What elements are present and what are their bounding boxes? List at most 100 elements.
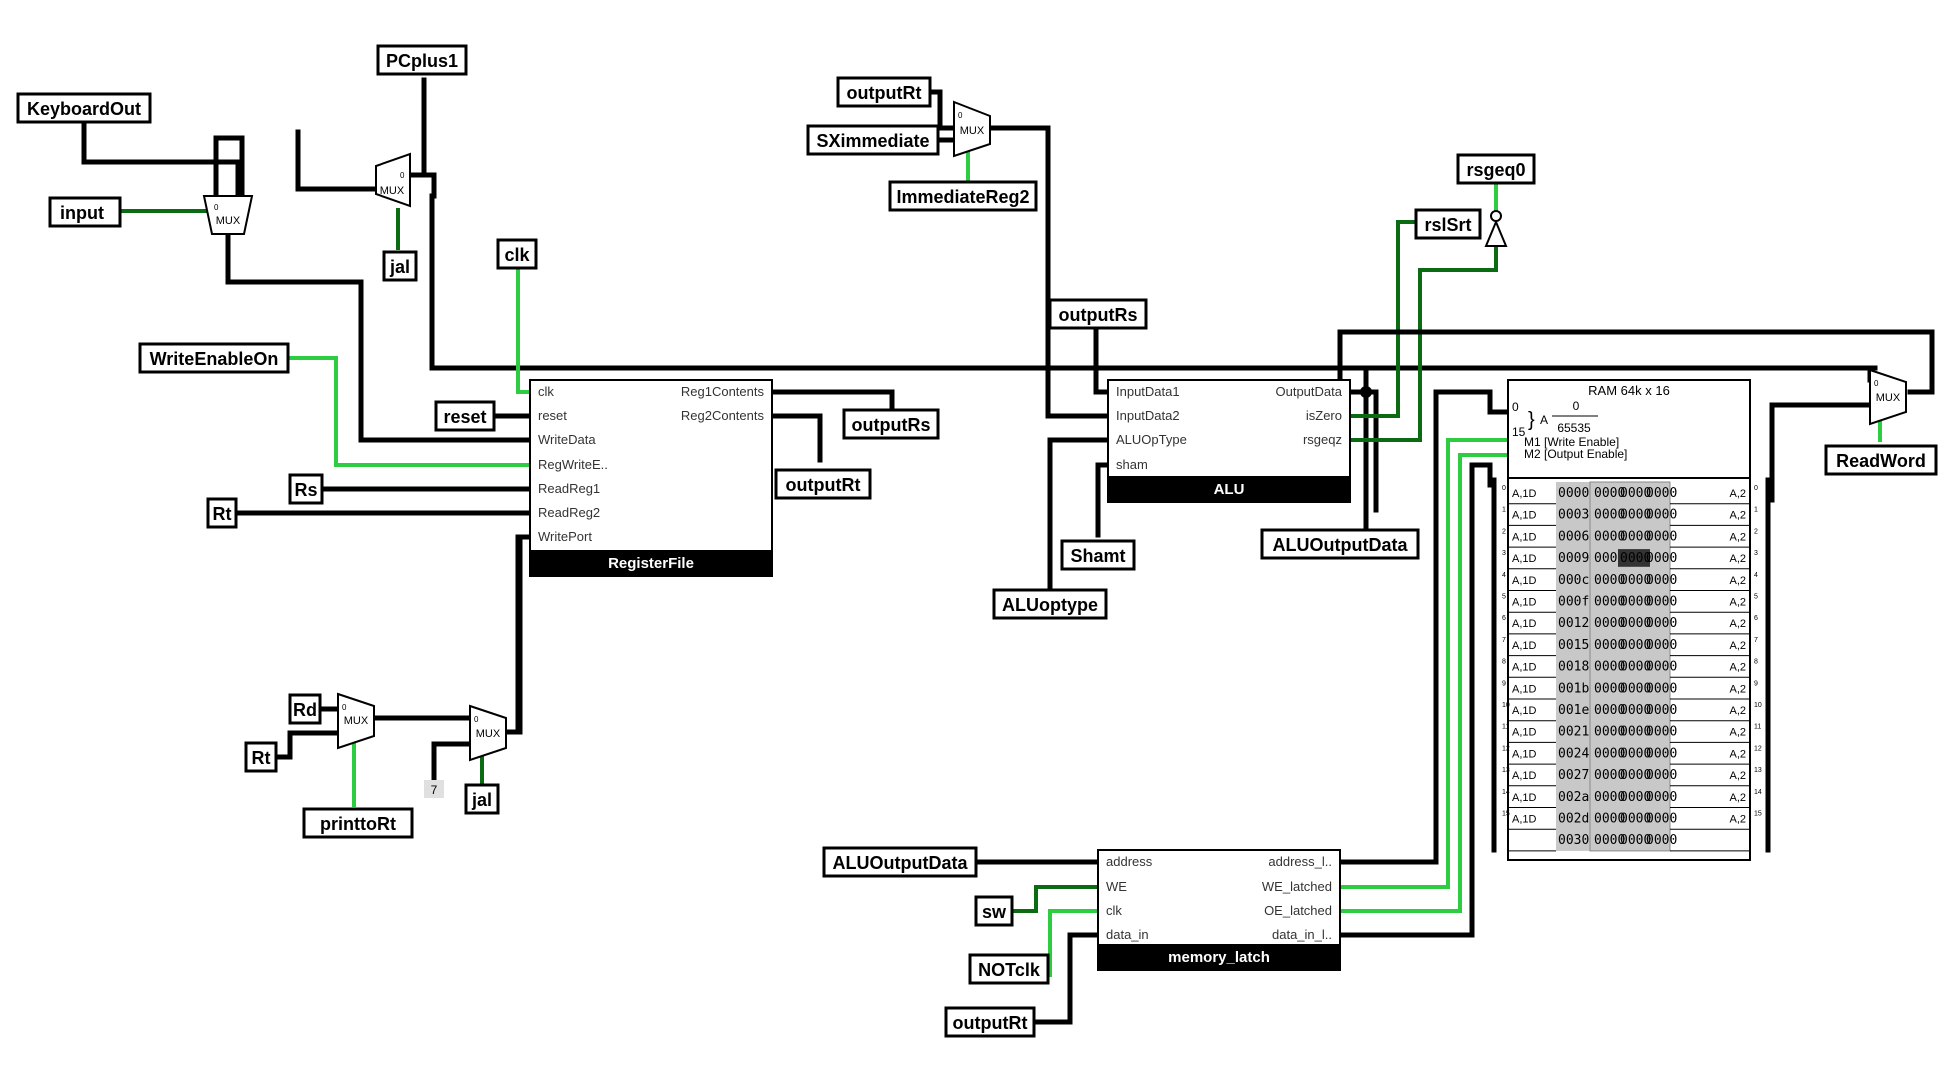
wires (81, 77, 1935, 1025)
ram-cell[interactable]: 0000 (1646, 790, 1677, 805)
ram-cell[interactable]: 0000 (1646, 746, 1677, 761)
ram-cell[interactable]: 0000 (1646, 551, 1677, 566)
pin-reset[interactable]: reset (434, 400, 496, 432)
ram-cell[interactable]: 0000 (1620, 790, 1651, 805)
ram-cell[interactable]: 0000 (1594, 746, 1625, 761)
ram-cell[interactable]: 0000 (1620, 703, 1651, 718)
pin-outputrt-rf[interactable]: outputRt (774, 468, 872, 500)
ram-cell[interactable]: 0000 (1646, 681, 1677, 696)
ram-cell[interactable]: 0000 (1646, 529, 1677, 544)
pin-aluoptype[interactable]: ALUoptype (992, 588, 1108, 620)
pin-notclk[interactable]: NOTclk (968, 953, 1050, 985)
alu-port-sham: sham (1116, 457, 1148, 472)
ram-cell[interactable]: 0000 (1620, 768, 1651, 783)
mux-5[interactable]: MUX 0 (953, 100, 991, 158)
pin-jal-bottom[interactable]: jal (464, 783, 500, 815)
ram-cell[interactable]: 0000 (1646, 703, 1677, 718)
ram-cell[interactable]: 0000 (1594, 725, 1625, 740)
ram-bit-out: 9 (1754, 680, 1758, 687)
pin-immediatereg2[interactable]: ImmediateReg2 (888, 180, 1038, 212)
ram-cell[interactable]: 0000 (1594, 660, 1625, 675)
ram-cell[interactable]: 0000 (1620, 681, 1651, 696)
pin-clk[interactable]: clk (496, 238, 538, 270)
alu[interactable]: ALU InputData1 InputData2 ALUOpType sham… (1107, 379, 1372, 503)
register-file[interactable]: RegisterFile clk reset WriteData RegWrit… (529, 379, 773, 577)
pin-rt-left[interactable]: Rt (206, 497, 238, 529)
ram-cell[interactable]: 0000 (1620, 595, 1651, 610)
pin-aluoutputdata-in[interactable]: ALUOutputData (822, 846, 978, 878)
ram-cell[interactable]: 0000 (1646, 508, 1677, 523)
ram-cell[interactable]: 0000 (1646, 595, 1677, 610)
pin-sximmediate[interactable]: SXimmediate (806, 124, 940, 156)
ram-cell[interactable]: 0000 (1646, 833, 1677, 848)
ram-cell[interactable]: 0000 (1594, 768, 1625, 783)
pin-printtort[interactable]: printtoRt (302, 807, 414, 839)
pin-rd[interactable]: Rd (288, 693, 322, 725)
not-gate[interactable] (1484, 210, 1508, 247)
pin-outputrt-top[interactable]: outputRt (836, 76, 932, 108)
ram-cell[interactable]: 0000 (1646, 812, 1677, 827)
pin-outputrt-mem[interactable]: outputRt (944, 1006, 1036, 1038)
ram-cell[interactable]: 0000 (1594, 529, 1625, 544)
ram-cell[interactable]: 0000 (1620, 833, 1651, 848)
mux-1[interactable]: MUX 0 (202, 195, 254, 235)
ram-cell[interactable]: 0000 (1646, 638, 1677, 653)
pin-outputrs-rf[interactable]: outputRs (842, 408, 940, 440)
const-7[interactable]: 7 (424, 780, 444, 798)
ram-cell[interactable]: 0000 (1620, 486, 1651, 501)
ram-cell[interactable]: 0000 (1620, 725, 1651, 740)
pin-rsgeq0[interactable]: rsgeq0 (1456, 153, 1536, 185)
pin-rslsrt[interactable]: rslSrt (1414, 208, 1482, 240)
ram-cell[interactable]: 0000 (1594, 551, 1625, 566)
mux-6[interactable]: MUX 0 (1869, 368, 1907, 426)
pin-pcplus1[interactable]: PCplus1 (376, 44, 468, 76)
ram-cell[interactable]: 0000 (1646, 660, 1677, 675)
ram-cell[interactable]: 0000 (1620, 529, 1651, 544)
ram-cell[interactable]: 0000 (1620, 508, 1651, 523)
memory-latch[interactable]: memory_latch address WE clk data_in addr… (1097, 849, 1341, 971)
ram-cell[interactable]: 0000 (1620, 660, 1651, 675)
ram-cell[interactable]: 0000 (1594, 790, 1625, 805)
ram-bit-in: 1 (1502, 507, 1506, 514)
ram-cell[interactable]: 0000 (1646, 486, 1677, 501)
pin-readword[interactable]: ReadWord (1824, 444, 1938, 476)
ram-cell[interactable]: 0000 (1594, 638, 1625, 653)
ram-cell[interactable]: 0000 (1594, 681, 1625, 696)
ram-cell[interactable]: 0000 (1620, 638, 1651, 653)
ram-cell[interactable]: 0000 (1594, 812, 1625, 827)
pin-rt-bottom[interactable]: Rt (244, 741, 278, 773)
pin-jal-top[interactable]: jal (382, 250, 418, 282)
ram-cell[interactable]: 0000 (1594, 595, 1625, 610)
mux-4[interactable]: MUX 0 (469, 704, 507, 762)
ram-cell[interactable]: 0000 (1646, 573, 1677, 588)
pin-aluoptype-label: ALUoptype (1002, 595, 1098, 615)
ram-cell[interactable]: 0000 (1646, 616, 1677, 631)
pin-rs[interactable]: Rs (288, 473, 324, 505)
ram-cell[interactable]: 0000 (1594, 486, 1625, 501)
ram-cell[interactable]: 0000 (1620, 573, 1651, 588)
pin-sw[interactable]: sw (974, 895, 1014, 927)
ram-cell[interactable]: 0000 (1594, 573, 1625, 588)
ram[interactable]: RAM 64k x 16 0 15 } A 0 65535 M1 [Write … (1502, 379, 1762, 861)
ram-out-label: A,2 (1729, 575, 1746, 587)
ram-cell[interactable]: 0000 (1646, 725, 1677, 740)
pin-keyboardout[interactable]: KeyboardOut (16, 92, 152, 124)
ram-cell-selected[interactable] (1618, 549, 1650, 567)
ram-cell[interactable]: 0000 (1620, 551, 1651, 566)
pin-outputrs-alu[interactable]: outputRs (1048, 298, 1148, 330)
ram-cell[interactable]: 0000 (1646, 768, 1677, 783)
pin-aluoutputdata-out[interactable]: ALUOutputData (1260, 528, 1420, 560)
pin-shamt[interactable]: Shamt (1060, 539, 1136, 571)
ram-cell[interactable]: 0000 (1594, 616, 1625, 631)
ram-cell[interactable]: 0000 (1594, 703, 1625, 718)
pin-writeenableon[interactable]: WriteEnableOn (138, 342, 290, 374)
mux-3[interactable]: MUX 0 (337, 692, 375, 750)
ram-cell[interactable]: 0000 (1594, 833, 1625, 848)
ram-cell[interactable]: 0000 (1620, 616, 1651, 631)
pin-input[interactable]: input (48, 196, 122, 228)
ram-cell[interactable]: 0000 (1594, 508, 1625, 523)
ram-cell[interactable]: 0000 (1620, 812, 1651, 827)
ram-cell[interactable]: 0000 (1620, 746, 1651, 761)
mux-2[interactable]: MUX 0 (375, 152, 411, 208)
